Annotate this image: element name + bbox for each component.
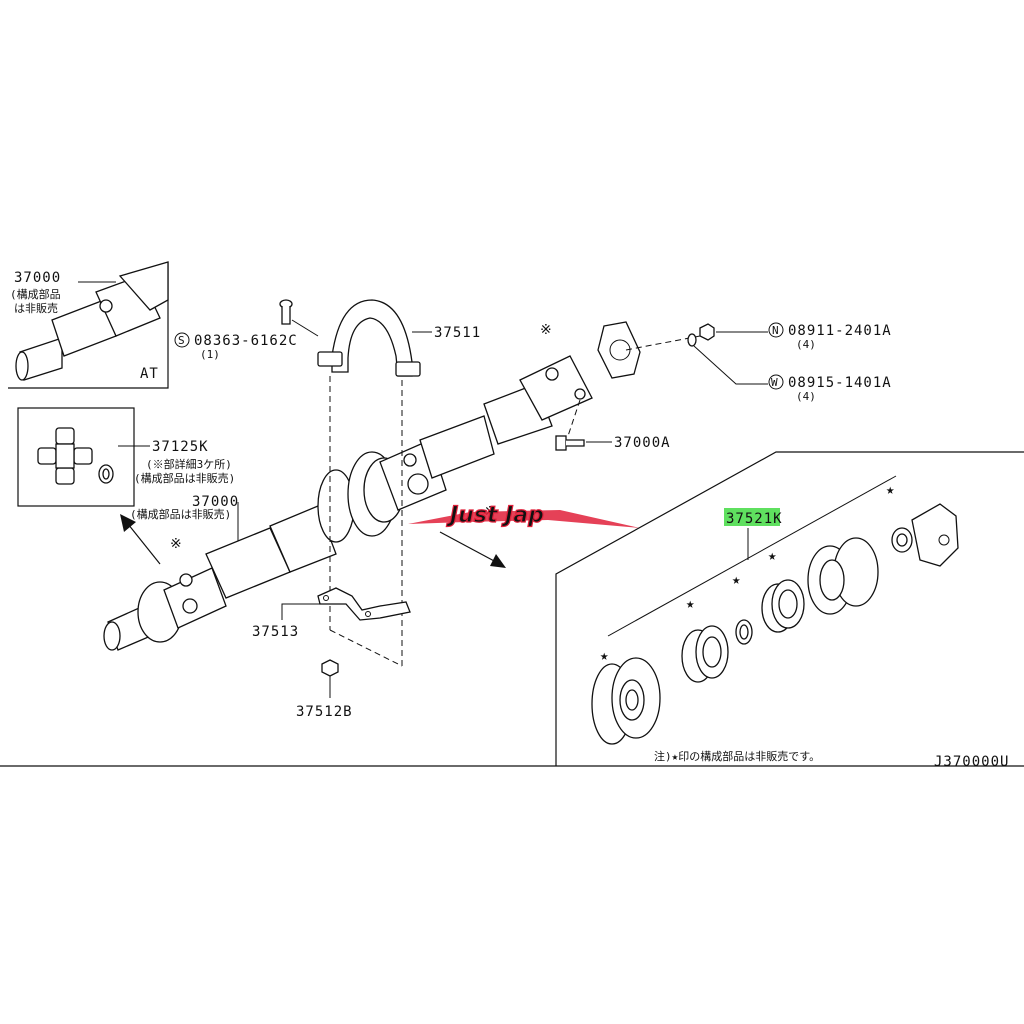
bolt-08363 [279, 299, 319, 337]
label-37511: 37511 [434, 325, 481, 341]
watermark-text: Just Jap [446, 503, 544, 528]
star-mount: ★ [600, 648, 609, 664]
star-ring: ★ [732, 572, 741, 588]
label-37125k-note2: (構成部品は非販売) [134, 471, 235, 485]
label-08363: 08363-6162C [194, 333, 298, 349]
rear-arrow [439, 531, 506, 568]
bearing-exploded-view [0, 451, 1024, 767]
label-37513: 37513 [252, 624, 299, 640]
at-inset: 37000 (構成部品 は非販売 AT [8, 261, 169, 389]
nut-washer [687, 323, 768, 385]
bracket-37513 [281, 587, 411, 621]
label-37000: 37000 [192, 494, 239, 510]
label-37521k: 37521K [726, 511, 783, 527]
star-bearing: ★ [686, 596, 695, 612]
label-37125k: 37125K [152, 439, 209, 455]
ujoint-inset: 37125K (※部詳細3ケ所) (構成部品は非販売) [17, 407, 235, 507]
label-at: AT [140, 366, 159, 382]
label-08911: 08911-2401A [788, 323, 892, 339]
label-37000-note: (構成部品は非販売) [130, 507, 231, 521]
label-08363-qty: (1) [200, 348, 220, 361]
label-37125k-note1: (※部詳細3ケ所) [146, 457, 232, 471]
bolt-37000a [555, 435, 612, 451]
diagram-code: J370000U [934, 754, 1009, 770]
label-37000-at-note1: (構成部品 [10, 287, 61, 301]
asterisk-front: ※ [170, 536, 183, 552]
label-08915-qty: (4) [796, 390, 816, 403]
label-37000-at-note2: は非販売 [14, 302, 58, 315]
nut-37512b [321, 659, 339, 698]
label-37512b: 37512B [296, 704, 353, 720]
footnote: 注)★印の構成部品は非販売です。 [654, 749, 820, 763]
circle-w: W [771, 376, 778, 389]
label-08911-qty: (4) [796, 338, 816, 351]
front-arrow [120, 514, 161, 565]
circle-n: N [772, 324, 779, 337]
watermark-logo: Just Jap [408, 502, 640, 529]
label-08915: 08915-1401A [788, 375, 892, 391]
propeller-shaft [103, 321, 701, 651]
star-seal: ★ [768, 548, 777, 564]
highlight-37521k [724, 508, 780, 526]
label-37000a: 37000A [614, 435, 671, 451]
label-37000-at: 37000 [14, 270, 61, 286]
center-bearing-bracket [317, 299, 432, 377]
asterisk-rear: ※ [540, 322, 553, 338]
star-yoke: ★ [886, 482, 895, 498]
circle-s: S [178, 334, 185, 347]
